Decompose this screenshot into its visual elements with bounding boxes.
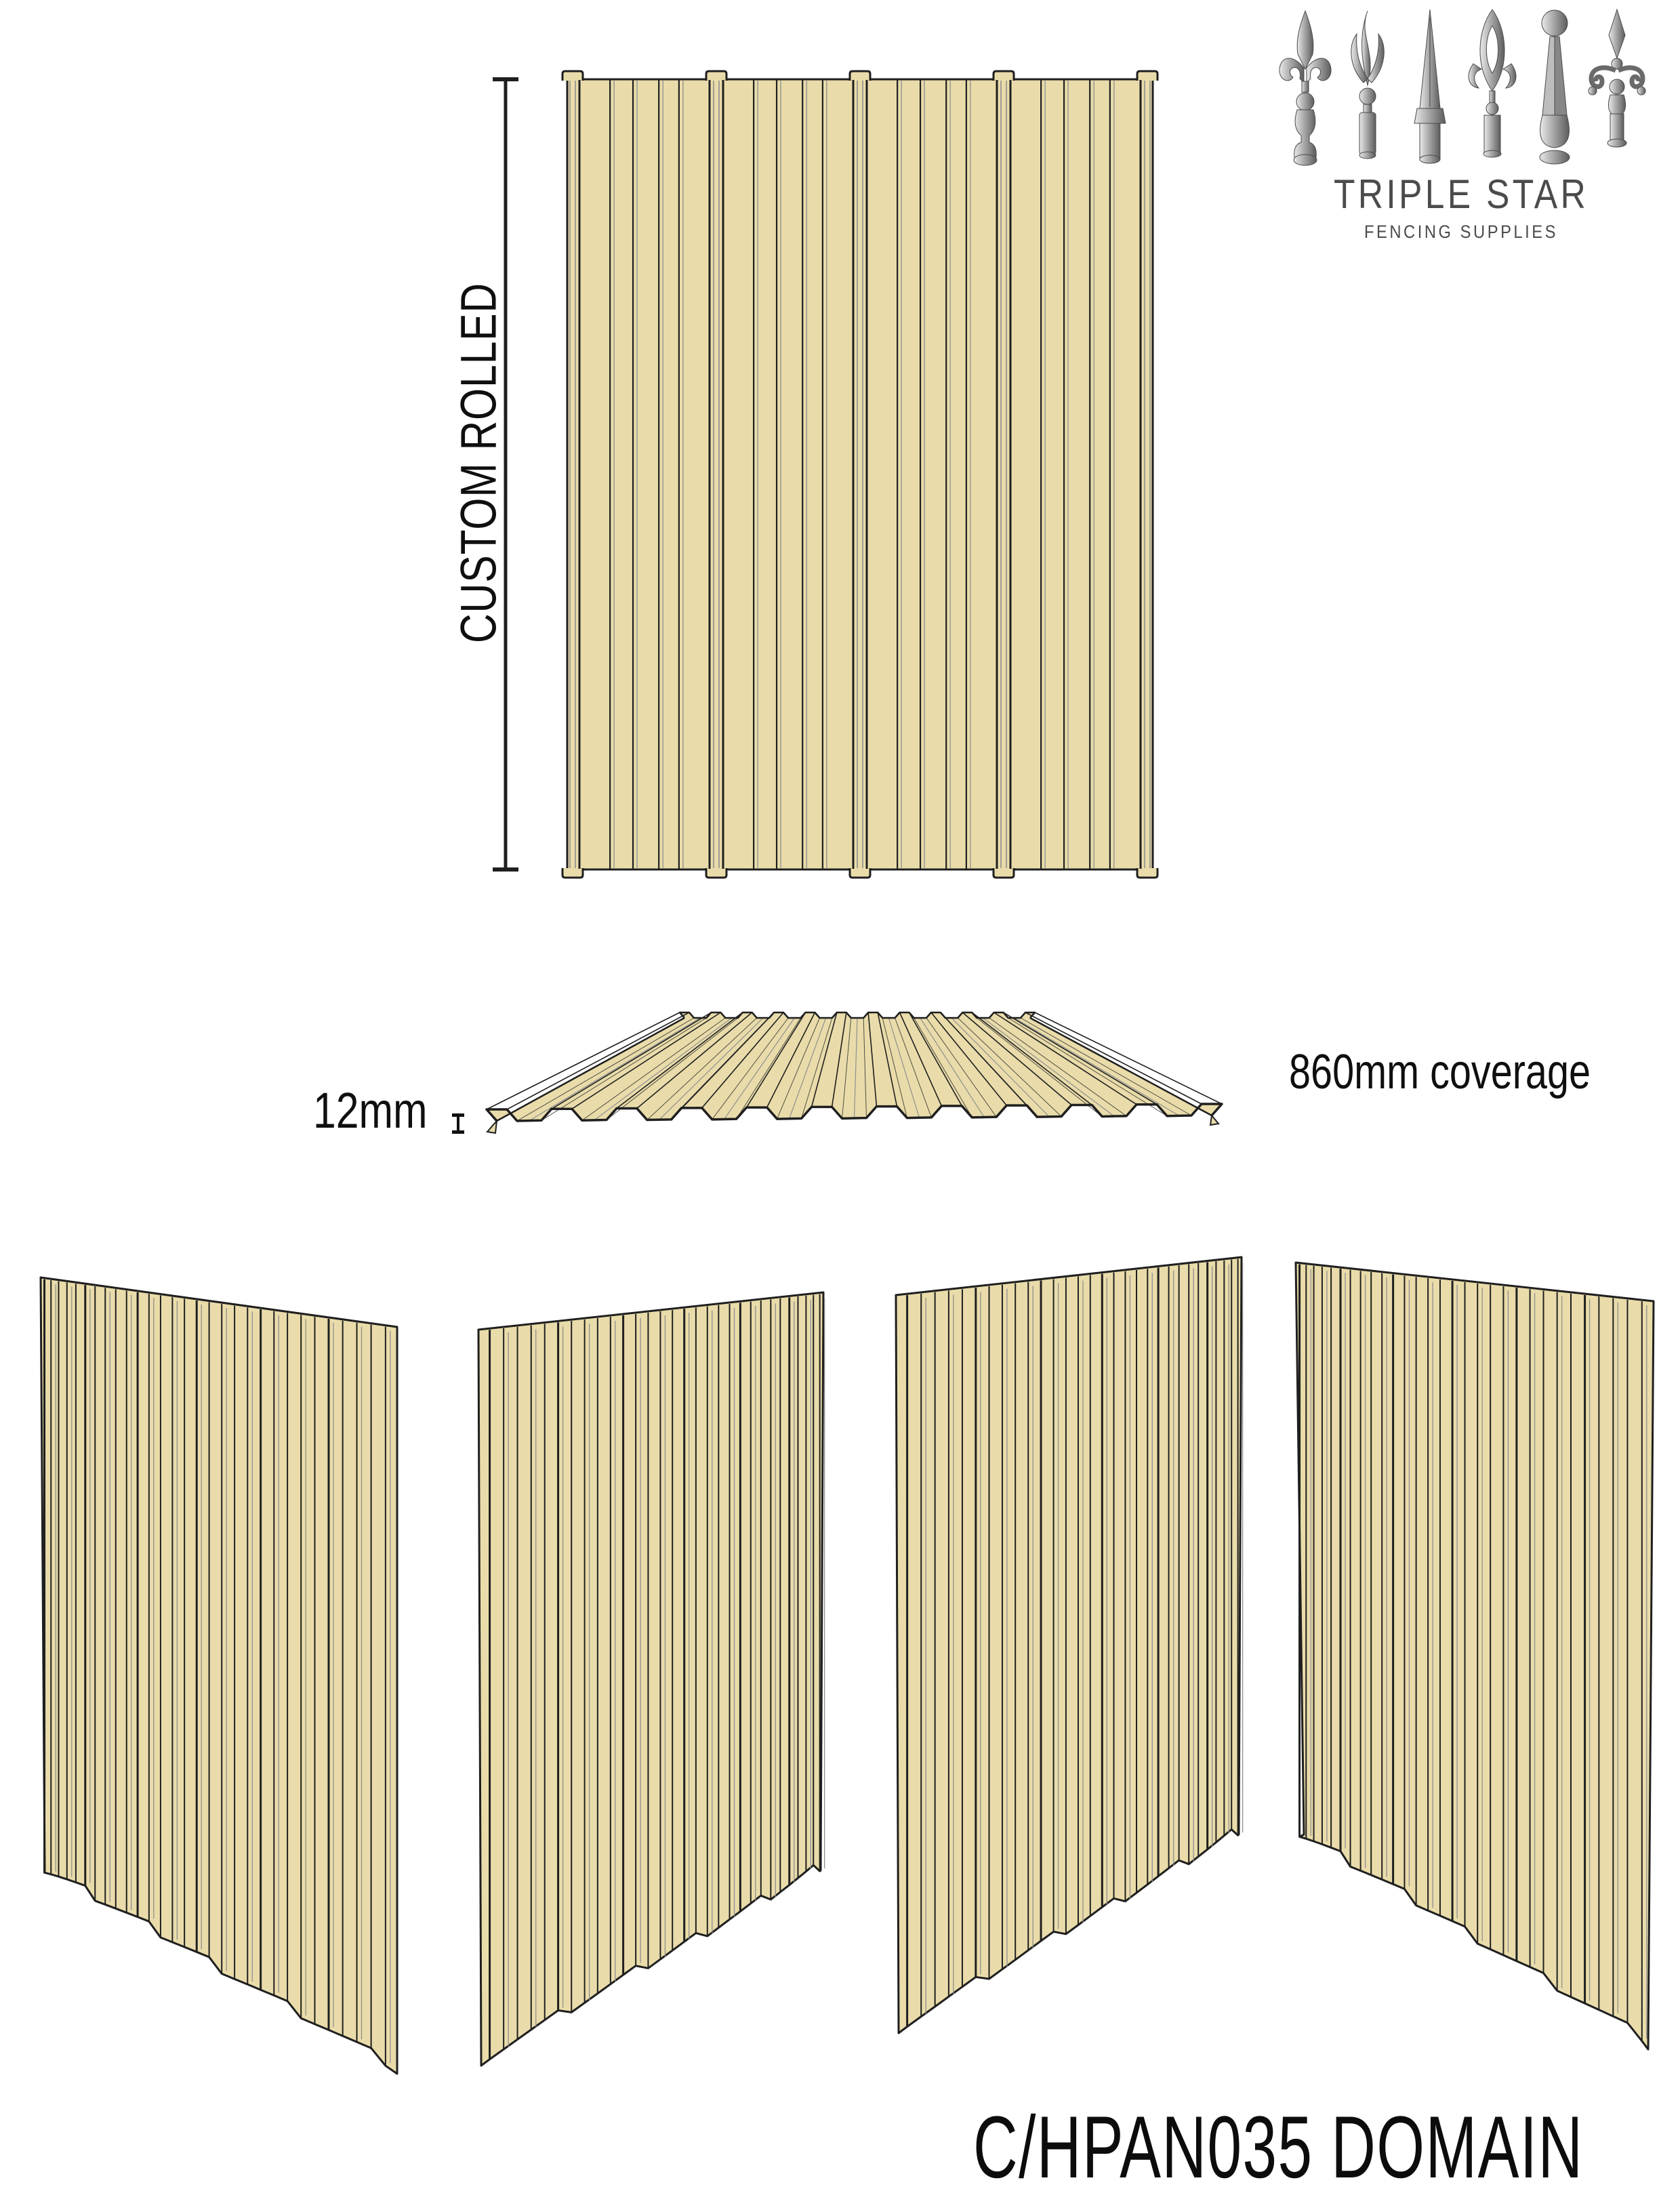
brand-tagline: FENCING SUPPLIES bbox=[1364, 222, 1559, 242]
height-dimension-ibeam-icon bbox=[452, 1113, 464, 1134]
panel-3d-2 bbox=[477, 1291, 825, 2067]
panel-3d-4 bbox=[1294, 1261, 1655, 2051]
panel-3d-3 bbox=[895, 1256, 1244, 2034]
brand-name: TRIPLE STAR bbox=[1333, 171, 1589, 217]
custom-rolled-label: CUSTOM ROLLED bbox=[450, 282, 507, 644]
logo-finials-icon bbox=[1279, 8, 1646, 166]
finial-ball-obelisk-icon bbox=[1539, 9, 1570, 165]
coverage-label: 860mm coverage bbox=[1289, 1045, 1591, 1099]
finial-fleur-oval-icon bbox=[1468, 9, 1517, 158]
panels-3d-drawing bbox=[39, 1256, 1655, 2075]
finial-spear-scroll-icon bbox=[1588, 8, 1646, 148]
finial-flame-leaf-icon bbox=[1351, 10, 1385, 159]
logo: TRIPLE STAR FENCING SUPPLIES bbox=[1269, 7, 1654, 243]
front-view-drawing bbox=[493, 70, 1159, 879]
finial-cone-spike-icon bbox=[1414, 9, 1446, 164]
finial-spear-fleur-icon bbox=[1279, 9, 1332, 166]
panel-3d-1 bbox=[39, 1276, 398, 2075]
profile-view-drawing bbox=[485, 1011, 1223, 1134]
profile-height-label: 12mm bbox=[313, 1082, 428, 1139]
product-code: C/HPAN035 DOMAIN bbox=[973, 2097, 1584, 2196]
